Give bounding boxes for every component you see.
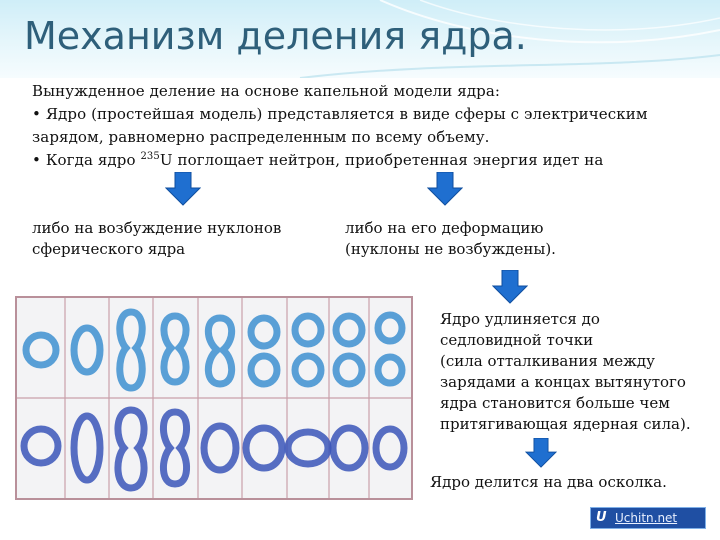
saddle-line-2: седловидной точки [440, 331, 594, 349]
right-branch-text: либо на его деформацию (нуклоны не возбу… [345, 218, 556, 260]
intro-line-4-before: • Когда ядро [32, 151, 141, 169]
right-branch-line-1: либо на его деформацию [345, 219, 544, 237]
site-link-badge[interactable]: U Uchitn.net [590, 507, 706, 529]
site-url[interactable]: Uchitn.net [615, 511, 678, 525]
left-branch-text: либо на возбуждение нуклонов сферическог… [32, 218, 281, 260]
down-arrow-icon [525, 438, 557, 468]
saddle-line-3: (сила отталкивания между [440, 352, 655, 370]
right-branch-line-2: (нуклоны не возбуждены). [345, 240, 556, 258]
fission-drop-figure [15, 296, 413, 500]
intro-line-4-after: U поглощает нейтрон, приобретенная энерг… [159, 151, 604, 169]
down-arrow-icon [427, 172, 463, 206]
left-branch-line-1: либо на возбуждение нуклонов [32, 219, 282, 237]
intro-line-4: • Когда ядро 235U поглощает нейтрон, при… [32, 151, 603, 169]
saddle-line-1: Ядро удлиняется до [440, 310, 600, 328]
header-decoration [299, 0, 720, 78]
site-logo-icon: U [596, 510, 607, 525]
liquid-drop-stages-image [17, 298, 411, 498]
header-banner: Механизм деления ядра. [0, 0, 720, 78]
left-branch-line-2: сферического ядра [32, 240, 186, 258]
saddle-line-4: зарядами а концах вытянутого [440, 373, 686, 391]
saddle-line-6: притягивающая ядерная сила). [440, 415, 691, 433]
saddle-line-5: ядра становится больше чем [440, 394, 670, 412]
down-arrow-icon [492, 270, 528, 304]
intro-line-2: • Ядро (простейшая модель) представляетс… [32, 105, 648, 123]
down-arrow-icon [165, 172, 201, 206]
intro-line-1: Вынужденное деление на основе капельной … [32, 82, 501, 100]
saddle-point-text: Ядро удлиняется до седловидной точки (си… [440, 309, 691, 435]
isotope-mass-number: 235 [140, 151, 160, 162]
intro-line-3: зарядом, равномерно распределенным по вс… [32, 128, 490, 146]
split-text: Ядро делится на два осколка. [430, 473, 667, 491]
page-title: Механизм деления ядра. [24, 14, 527, 58]
